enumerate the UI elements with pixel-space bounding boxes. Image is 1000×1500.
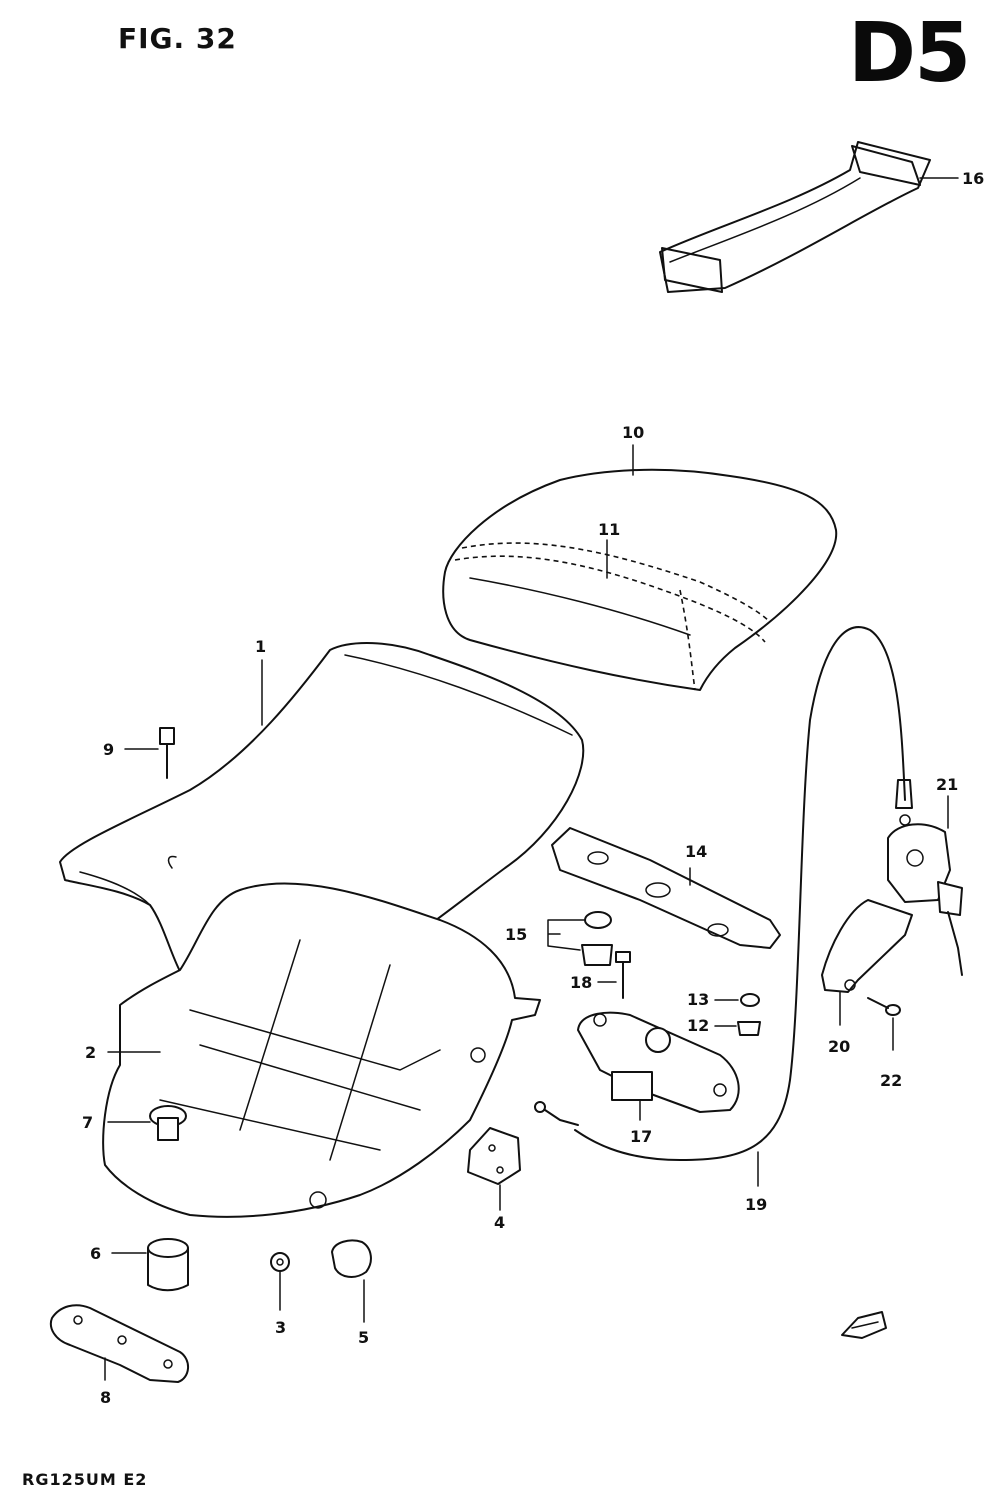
latch-bracket-part-4 [467,1127,521,1211]
callout-6: 6 [90,1244,101,1263]
bolt-part-9 [124,727,175,779]
grommet-part-5 [331,1239,372,1323]
nut-part-13 [740,993,760,1007]
catch-assembly-part-17 [577,1011,740,1121]
callout-3: 3 [275,1318,286,1337]
callout-13: 13 [687,990,709,1009]
callout-22: 22 [880,1071,902,1090]
callout-14: 14 [685,842,707,861]
figure-label: FIG. 32 [118,22,237,55]
callout-16: 16 [962,169,984,188]
callout-20: 20 [828,1037,850,1056]
seat-pan-part [102,882,541,1218]
section-code: D5 [848,6,971,101]
callout-4: 4 [494,1213,505,1232]
seat-lock-part-21 [887,795,963,976]
grommet-part-7 [107,1105,187,1141]
nut-part-3 [270,1252,290,1311]
callout-21: 21 [936,775,958,794]
callout-9: 9 [103,740,114,759]
plate-part-8 [50,1304,189,1383]
callout-1: 1 [255,637,266,656]
front-direction-arrow-icon [841,1311,887,1339]
screw-part-22 [867,997,901,1051]
nut-part-12 [737,1021,761,1036]
model-code: RG125UM E2 [22,1470,148,1489]
callout-8: 8 [100,1388,111,1407]
seat-lock-cable-part-19 [534,626,913,1187]
pillion-seat-part [442,444,838,691]
washer-pair-part-15 [547,911,613,966]
callout-19: 19 [745,1195,767,1214]
callout-12: 12 [687,1016,709,1035]
cushion-part-6 [111,1238,189,1292]
callout-7: 7 [82,1113,93,1132]
callout-5: 5 [358,1328,369,1347]
lock-bracket-part-20 [821,899,913,1026]
callout-11: 11 [598,520,620,539]
seat-strap-part [659,141,959,293]
callout-10: 10 [622,423,644,442]
callout-15: 15 [505,925,527,944]
callout-18: 18 [570,973,592,992]
callout-17: 17 [630,1127,652,1146]
callout-2: 2 [85,1043,96,1062]
hinge-bracket-part-14 [551,827,781,949]
screw-part-18 [597,951,631,999]
